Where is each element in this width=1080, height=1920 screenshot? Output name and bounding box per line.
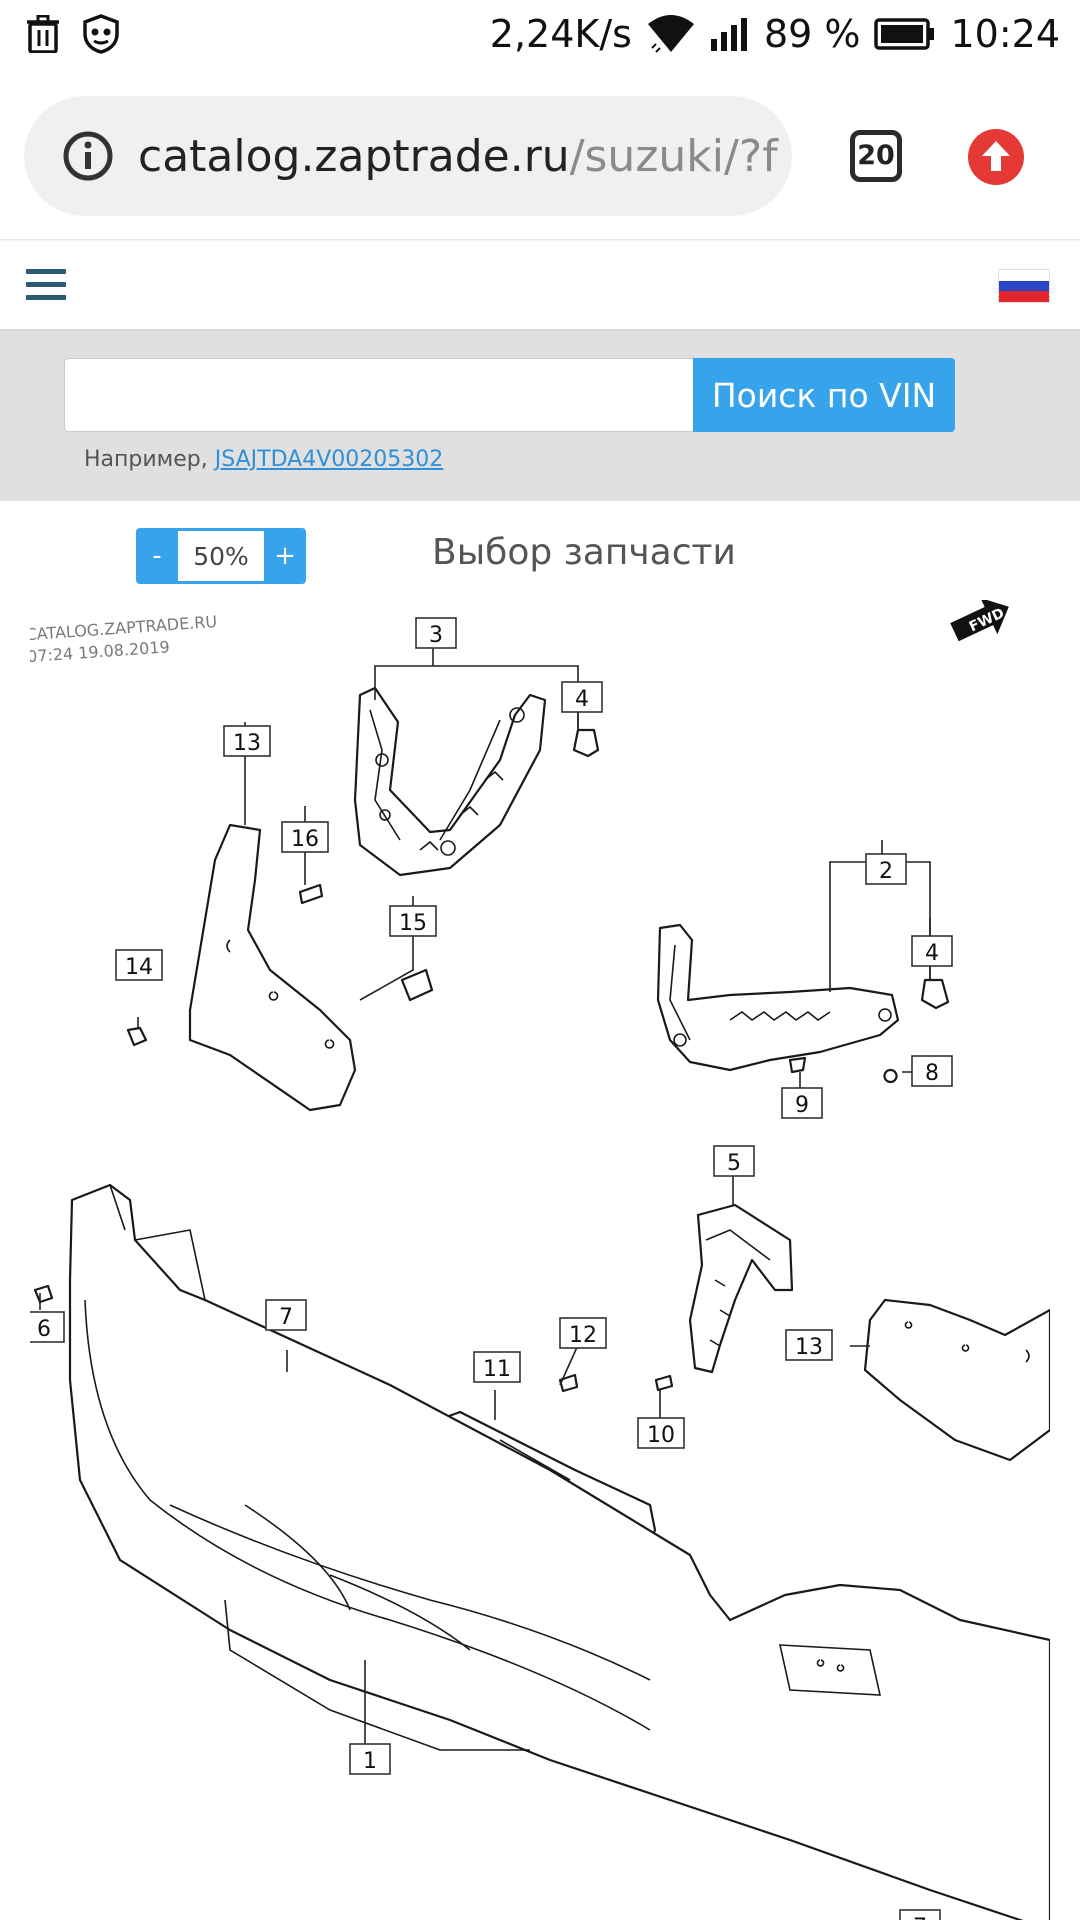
- svg-text:1: 1: [363, 1749, 377, 1774]
- callout-2[interactable]: 2: [865, 853, 907, 885]
- trash-icon: [27, 15, 59, 53]
- part-bracket-2[interactable]: [656, 923, 900, 1072]
- svg-text:8: 8: [925, 1061, 939, 1086]
- part-bracket-3[interactable]: [353, 686, 547, 877]
- callout-9[interactable]: 9: [781, 1087, 823, 1119]
- status-bar: 2,24K/s 89 % 10:24: [0, 0, 1080, 72]
- part-bolt-16[interactable]: [298, 883, 324, 905]
- part-bumper-1[interactable]: [68, 1183, 1052, 1920]
- callout-16[interactable]: 16: [281, 821, 329, 853]
- callout-13b[interactable]: 13: [785, 1329, 833, 1361]
- status-notifications: [26, 14, 120, 54]
- part-bolt-6[interactable]: [33, 1284, 54, 1304]
- page-title: Выбор запчасти: [432, 532, 736, 573]
- part-bolt-8[interactable]: [883, 1068, 898, 1084]
- svg-text:9: 9: [795, 1093, 809, 1118]
- zoom-out-button[interactable]: -: [136, 528, 178, 584]
- wifi-icon: [647, 15, 694, 53]
- part-mudflap-13a[interactable]: [188, 823, 357, 1112]
- clock: 10:24: [950, 12, 1060, 56]
- arrow-up-icon: [982, 141, 1010, 171]
- callout-10[interactable]: 10: [637, 1417, 685, 1449]
- callout-3[interactable]: 3: [415, 617, 457, 649]
- svg-text:16: 16: [291, 827, 319, 852]
- svg-text:11: 11: [483, 1357, 511, 1382]
- part-mudflap-13b[interactable]: [863, 1298, 1052, 1462]
- info-icon[interactable]: [62, 130, 114, 182]
- svg-text:13: 13: [795, 1335, 823, 1360]
- part-clip-4b[interactable]: [920, 978, 950, 1010]
- svg-text:7: 7: [913, 1915, 927, 1920]
- part-clip-15[interactable]: [400, 968, 434, 1002]
- callout-15[interactable]: 15: [389, 905, 437, 937]
- callout-12[interactable]: 12: [559, 1317, 607, 1349]
- battery-icon: [874, 18, 935, 50]
- language-flag-icon[interactable]: [998, 269, 1050, 303]
- watermark-line1: CATALOG.ZAPTRADE.RU: [30, 612, 218, 644]
- svg-text:10: 10: [647, 1423, 675, 1448]
- update-button[interactable]: [968, 129, 1024, 185]
- parts-diagram-svg[interactable]: CATALOG.ZAPTRADE.RU 07:24 19.08.2019 FWD: [23, 597, 1052, 1920]
- status-indicators: 2,24K/s 89 % 10:24: [490, 12, 1060, 56]
- address-bar[interactable]: catalog.zaptrade.ru/suzuki/?f: [24, 96, 792, 216]
- watermark: CATALOG.ZAPTRADE.RU 07:24 19.08.2019: [25, 612, 218, 666]
- callout-4b[interactable]: 4: [911, 935, 953, 967]
- callout-13a[interactable]: 13: [223, 725, 271, 757]
- part-nut-14[interactable]: [126, 1026, 148, 1047]
- callout-1[interactable]: 1: [349, 1743, 391, 1775]
- zoom-value: 50%: [178, 528, 264, 584]
- svg-text:15: 15: [399, 911, 427, 936]
- vin-search-button[interactable]: Поиск по VIN: [693, 358, 955, 432]
- browser-toolbar: catalog.zaptrade.ru/suzuki/?f 20: [0, 72, 1080, 240]
- callout-14[interactable]: 14: [115, 949, 163, 981]
- svg-text:13: 13: [233, 731, 261, 756]
- callout-7a[interactable]: 7: [265, 1299, 307, 1331]
- svg-text:4: 4: [575, 687, 589, 712]
- callout-11[interactable]: 11: [473, 1351, 521, 1383]
- url-text[interactable]: catalog.zaptrade.ru/suzuki/?f: [138, 131, 778, 182]
- zoom-control: - 50% +: [136, 528, 306, 584]
- callout-7b[interactable]: 7: [899, 1909, 941, 1920]
- vin-example: Например, JSAJTDA4V00205302: [84, 447, 443, 472]
- svg-text:6: 6: [37, 1317, 51, 1342]
- svg-text:12: 12: [569, 1323, 597, 1348]
- svg-text:3: 3: [429, 623, 443, 648]
- svg-text:14: 14: [125, 955, 153, 980]
- callout-4a[interactable]: 4: [561, 681, 603, 713]
- vin-example-link[interactable]: JSAJTDA4V00205302: [214, 447, 444, 472]
- vin-example-label: Например,: [84, 447, 215, 472]
- svg-text:7: 7: [279, 1305, 293, 1330]
- vin-search-section: Поиск по VIN Например, JSAJTDA4V00205302: [0, 331, 1080, 501]
- url-host: catalog.zaptrade.ru: [138, 130, 570, 182]
- parts-diagram[interactable]: CATALOG.ZAPTRADE.RU 07:24 19.08.2019 FWD: [23, 597, 1052, 1920]
- part-clip-4a[interactable]: [572, 728, 600, 758]
- fwd-arrow-icon: FWD: [950, 597, 1009, 642]
- part-screw-12[interactable]: [558, 1373, 579, 1393]
- url-path: /suzuki/?f: [569, 130, 778, 182]
- part-bolt-9[interactable]: [788, 1056, 807, 1074]
- site-header: [0, 241, 1080, 331]
- part-screw-10[interactable]: [654, 1374, 674, 1392]
- battery-percent: 89 %: [763, 12, 861, 56]
- svg-text:4: 4: [925, 941, 939, 966]
- network-speed: 2,24K/s: [489, 12, 632, 56]
- callout-5[interactable]: 5: [713, 1145, 755, 1177]
- signal-icon: [710, 18, 747, 51]
- incognito-shield-icon: [83, 14, 119, 54]
- svg-text:2: 2: [879, 859, 893, 884]
- menu-icon[interactable]: [26, 269, 66, 301]
- callout-6[interactable]: 6: [23, 1311, 65, 1343]
- svg-text:5: 5: [727, 1151, 741, 1176]
- tab-switcher-button[interactable]: 20: [850, 130, 902, 182]
- callout-8[interactable]: 8: [911, 1055, 953, 1087]
- part-bracket-5[interactable]: [688, 1203, 794, 1374]
- vin-search-input[interactable]: [64, 358, 694, 432]
- zoom-in-button[interactable]: +: [264, 528, 306, 584]
